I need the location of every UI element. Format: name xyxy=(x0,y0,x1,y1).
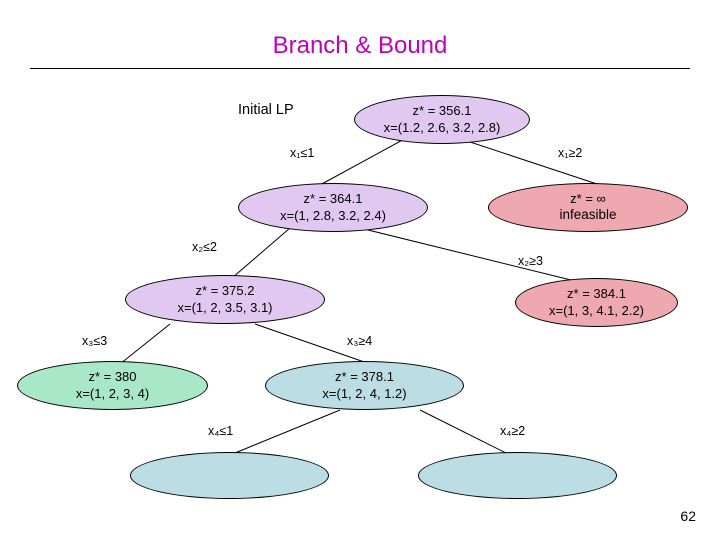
page-title: Branch & Bound xyxy=(272,32,448,59)
node-x2-le-2-line-2: x=(1, 2, 3.5, 3.1) xyxy=(177,299,273,315)
node-x1-le-1: z* = 364.1 x=(1, 2.8, 3.2, 2.4) xyxy=(238,183,428,232)
branch-label-x1-ge-2: x₁≥2 xyxy=(558,146,583,160)
branch-label-x3-ge-4: x₃≥4 xyxy=(347,334,373,348)
node-x2-le-2-line-1: z* = 375.2 xyxy=(195,283,255,299)
node-x2-ge-3: z* = 384.1 x=(1, 3, 4.1, 2.2) xyxy=(515,278,678,327)
node-x3-le-3-line-2: x=(1, 2, 3, 4) xyxy=(75,385,150,401)
node-root-line-2: x=(1.2, 2.6, 3.2, 2.8) xyxy=(383,119,501,135)
branch-label-x4-le-1: x₄≤1 xyxy=(208,424,234,438)
node-x1-le-1-line-2: x=(1, 2.8, 3.2, 2.4) xyxy=(280,207,386,223)
node-x3-le-3-line-1: z* = 380 xyxy=(88,369,137,385)
branch-label-x2-ge-3: x₂≥3 xyxy=(518,254,543,268)
node-root-line-1: z* = 356.1 xyxy=(412,103,472,119)
node-x4-ge-2 xyxy=(418,452,617,499)
branch-label-x4-ge-2: x₄≥2 xyxy=(500,424,526,438)
node-root: z* = 356.1 x=(1.2, 2.6, 3.2, 2.8) xyxy=(354,95,530,144)
node-x3-le-3: z* = 380 x=(1, 2, 3, 4) xyxy=(17,361,208,410)
node-x2-le-2: z* = 375.2 x=(1, 2, 3.5, 3.1) xyxy=(125,275,325,324)
branch-label-x3-le-3: x₃≤3 xyxy=(82,334,108,348)
initial-lp-label: Initial LP xyxy=(238,102,294,118)
node-x4-le-1 xyxy=(130,452,329,499)
node-x3-ge-4-line-2: x=(1, 2, 4, 1.2) xyxy=(322,385,407,401)
node-x3-ge-4-line-1: z* = 378.1 xyxy=(335,369,394,385)
title-divider xyxy=(30,68,690,69)
page-number: 62 xyxy=(680,508,696,524)
node-x3-ge-4: z* = 378.1 x=(1, 2, 4, 1.2) xyxy=(265,361,464,410)
node-infeasible-line-2: infeasible xyxy=(559,207,617,223)
node-x2-ge-3-line-2: x=(1, 3, 4.1, 2.2) xyxy=(548,302,645,318)
branch-label-x1-le-1: x₁≤1 xyxy=(290,146,315,160)
node-x2-ge-3-line-1: z* = 384.1 xyxy=(567,286,626,302)
node-infeasible: z* = ∞ infeasible xyxy=(488,183,688,232)
node-x1-le-1-line-1: z* = 364.1 xyxy=(303,191,363,207)
node-infeasible-line-1: z* = ∞ xyxy=(570,190,606,206)
branch-label-x2-le-2: x₂≤2 xyxy=(192,240,217,254)
